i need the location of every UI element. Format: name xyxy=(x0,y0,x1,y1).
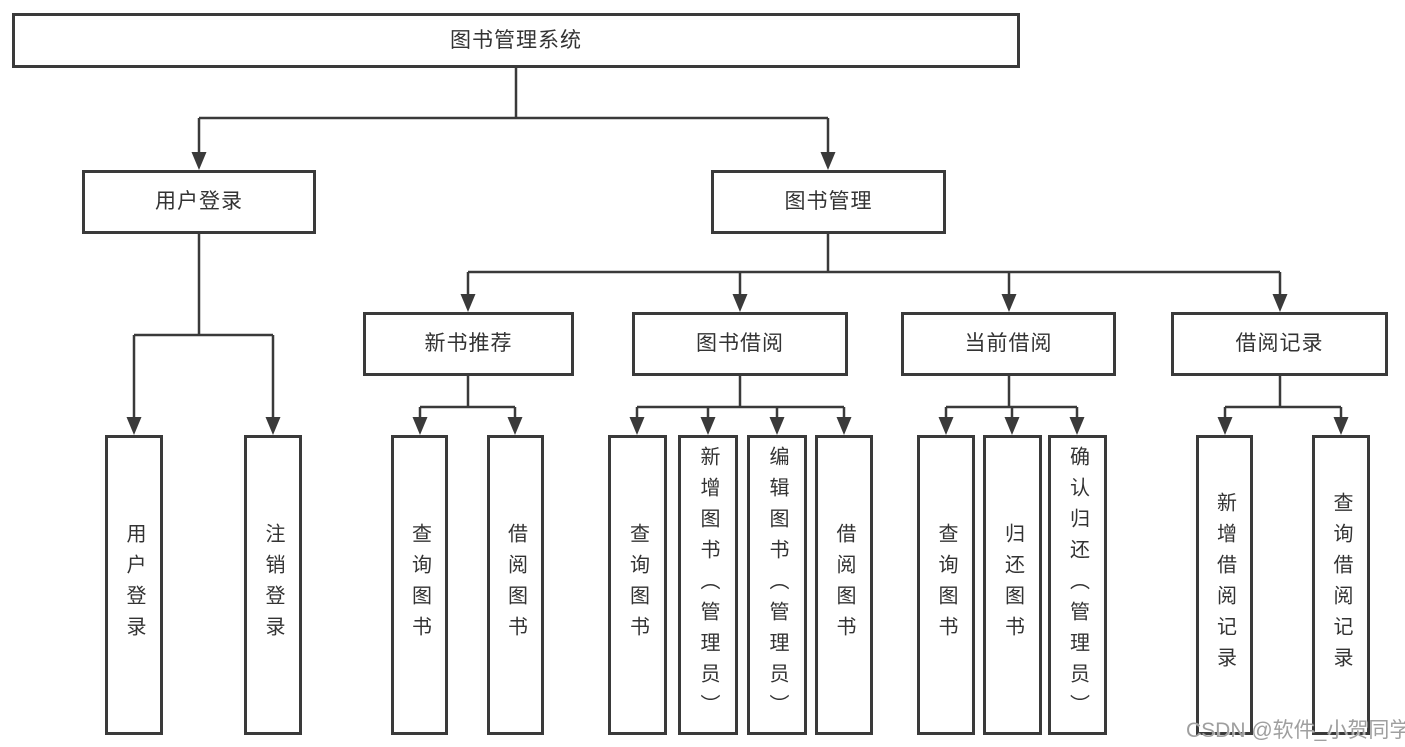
node-book-borrow: 图书借阅 xyxy=(632,312,848,376)
connector-user-login xyxy=(126,234,281,435)
leaf-borrow-books-recommend: 借阅图书 xyxy=(487,435,544,735)
node-book-management: 图书管理 xyxy=(711,170,946,234)
leaf-confirm-return-admin: 确认归还（管理员） xyxy=(1048,435,1107,735)
csdn-watermark: CSDN @软件_小贺同学 xyxy=(1186,719,1405,742)
node-new-book-recommend: 新书推荐 xyxy=(363,312,574,376)
leaf-borrow-books: 借阅图书 xyxy=(815,435,873,735)
leaf-query-books-borrow: 查询图书 xyxy=(608,435,667,735)
leaf-query-borrow-record: 查询借阅记录 xyxy=(1312,435,1370,735)
leaf-logout: 注销登录 xyxy=(244,435,302,735)
node-user-login: 用户登录 xyxy=(82,170,316,234)
node-root: 图书管理系统 xyxy=(12,13,1020,68)
connector-book-borrow xyxy=(629,376,852,435)
leaf-edit-book-admin: 编辑图书（管理员） xyxy=(747,435,807,735)
connector-new-book-recommend xyxy=(412,376,523,435)
connector-current-borrow xyxy=(938,376,1085,435)
leaf-query-books-recommend: 查询图书 xyxy=(391,435,448,735)
node-current-borrow: 当前借阅 xyxy=(901,312,1116,376)
node-borrow-records: 借阅记录 xyxy=(1171,312,1388,376)
leaf-user-login: 用户登录 xyxy=(105,435,163,735)
leaf-return-books: 归还图书 xyxy=(983,435,1042,735)
connector-borrow-records xyxy=(1217,376,1349,435)
leaf-add-borrow-record: 新增借阅记录 xyxy=(1196,435,1253,735)
leaf-add-book-admin: 新增图书（管理员） xyxy=(678,435,738,735)
connector-root xyxy=(191,68,836,170)
leaf-query-books-current: 查询图书 xyxy=(917,435,975,735)
connector-book-management xyxy=(460,234,1288,312)
